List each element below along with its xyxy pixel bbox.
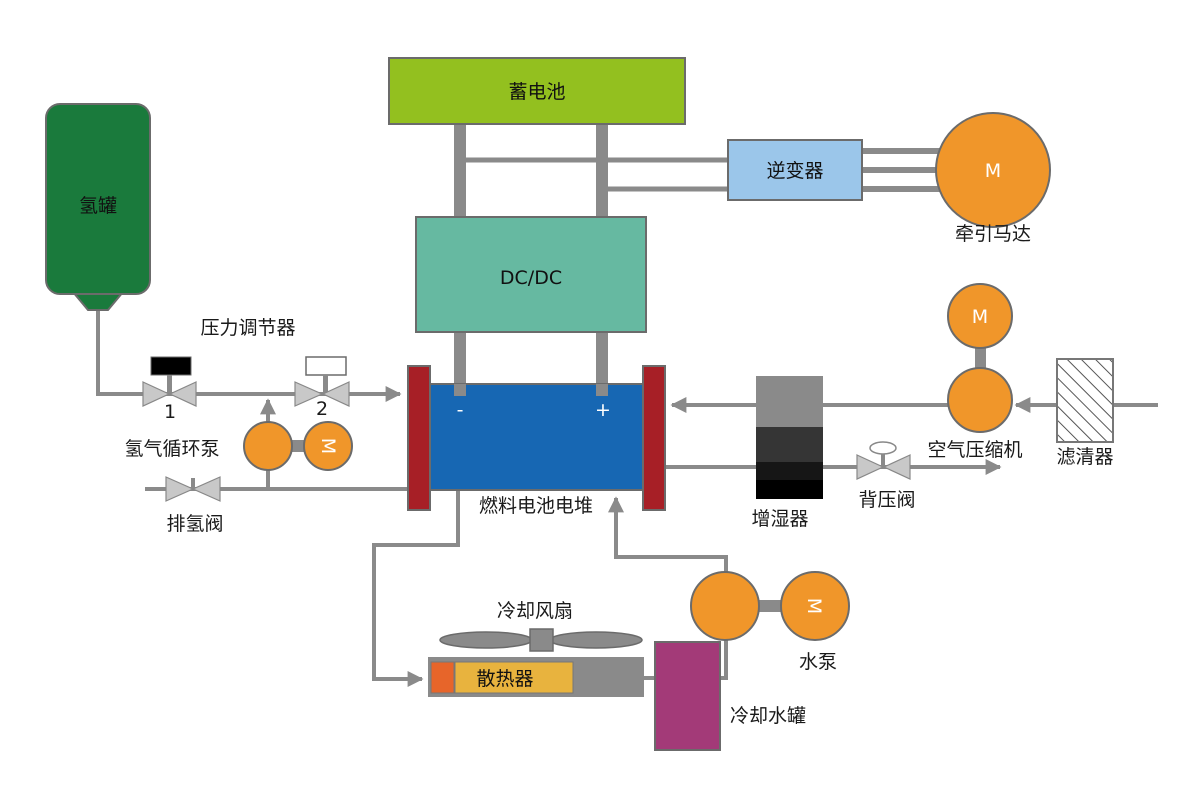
hydrogen-recirc-pump[interactable]: M xyxy=(243,421,353,471)
purge-valve-label: 排氢阀 xyxy=(166,513,223,535)
battery-label: 蓄电池 xyxy=(508,81,565,103)
battery[interactable]: 蓄电池 xyxy=(388,57,686,125)
water-pump-label: 水泵 xyxy=(799,651,837,673)
solenoid-valve-2[interactable]: 2 xyxy=(294,356,350,420)
hydrogen-tank-label: 氢罐 xyxy=(79,195,117,217)
humidifier-label: 增湿器 xyxy=(751,508,808,530)
stack-positive-terminal: + xyxy=(595,399,611,421)
dc-bus xyxy=(454,124,728,394)
air-filter-label: 滤清器 xyxy=(1056,446,1113,468)
traction-motor-label: 牵引马达 xyxy=(955,223,1031,245)
air-compressor-label: 空气压缩机 xyxy=(927,439,1022,461)
fuel-cell-stack-label: 燃料电池电堆 xyxy=(479,495,593,517)
solenoid-valve-1[interactable]: 1 xyxy=(142,356,197,423)
dcdc-converter[interactable]: DC/DC xyxy=(415,216,647,333)
pressure-regulator-label: 压力调节器 xyxy=(200,317,295,339)
coolant-tank[interactable] xyxy=(654,641,721,751)
stack-negative-terminal: - xyxy=(457,399,464,421)
pump-motor-symbol: M xyxy=(317,438,339,454)
valve-1-number: 1 xyxy=(164,401,176,423)
hydrogen-recirc-pump-label: 氢气循环泵 xyxy=(124,438,219,460)
hydrogen-tank[interactable]: 氢罐 xyxy=(45,103,151,311)
inverter[interactable]: 逆变器 xyxy=(727,139,863,201)
cooling-fan[interactable] xyxy=(439,628,643,652)
fuel-cell-stack[interactable]: - + xyxy=(407,365,666,511)
coolant-tank-label: 冷却水罐 xyxy=(730,705,806,727)
humidifier[interactable] xyxy=(756,376,823,499)
back-pressure-valve[interactable] xyxy=(856,441,911,480)
back-pressure-valve-label: 背压阀 xyxy=(858,489,915,511)
radiator-label: 散热器 xyxy=(476,668,533,690)
cooling-fan-label: 冷却风扇 xyxy=(497,600,573,622)
ac-bus xyxy=(862,148,940,192)
dcdc-label: DC/DC xyxy=(500,267,562,289)
purge-valve[interactable] xyxy=(165,476,221,502)
traction-motor[interactable]: M xyxy=(935,112,1051,228)
water-pump[interactable]: M xyxy=(690,571,850,641)
air-compressor[interactable]: M xyxy=(947,283,1013,433)
radiator[interactable]: 散热器 xyxy=(428,657,644,697)
valve-2-number: 2 xyxy=(316,398,328,420)
air-filter[interactable] xyxy=(1056,358,1114,443)
inverter-label: 逆变器 xyxy=(766,160,823,182)
compressor-motor-symbol: M xyxy=(972,306,988,328)
traction-motor-symbol: M xyxy=(985,160,1001,182)
water-pump-motor-symbol: M xyxy=(803,598,825,614)
